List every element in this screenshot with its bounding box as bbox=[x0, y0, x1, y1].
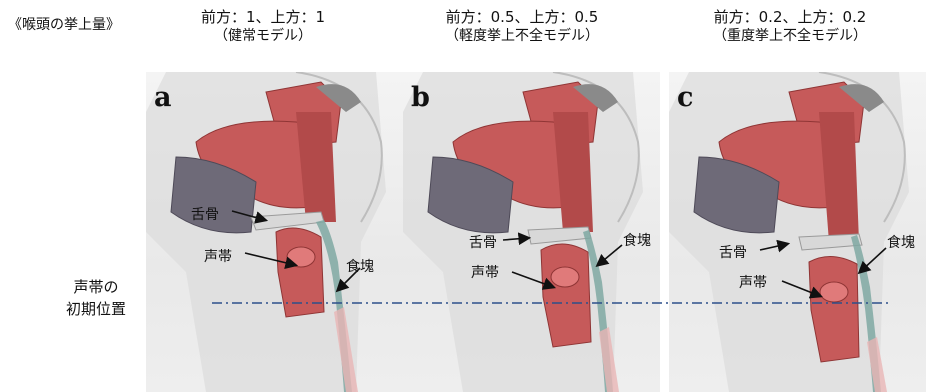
panel-b-letter: b bbox=[411, 82, 430, 113]
panel-b-header-line1: 前方：0.5、上方：0.5 bbox=[402, 8, 642, 27]
panel-a-image: a 舌骨 声帯 食塊 bbox=[146, 72, 403, 392]
panel-a-header-line2: （健常モデル） bbox=[168, 27, 358, 46]
panel-b-image: b 舌骨 声帯 食塊 bbox=[403, 72, 660, 392]
panel-c-header: 前方：0.2、上方：0.2 （重度挙上不全モデル） bbox=[670, 8, 910, 46]
panel-c-vocal-label: 声帯 bbox=[739, 272, 767, 292]
panel-c-image: c 舌骨 声帯 食塊 bbox=[669, 72, 926, 392]
larynx bbox=[276, 228, 324, 317]
panel-c-letter: c bbox=[677, 82, 693, 113]
panel-a-header-line1: 前方：1、上方：1 bbox=[168, 8, 358, 27]
vocal-cord-region bbox=[287, 247, 315, 267]
section-title: 《喉頭の挙上量》 bbox=[8, 14, 120, 34]
panel-c-header-line2: （重度挙上不全モデル） bbox=[670, 27, 910, 46]
panel-a-hyoid-label: 舌骨 bbox=[191, 204, 219, 224]
initial-vocal-position-line2: 初期位置 bbox=[66, 298, 126, 320]
panel-b-header-line2: （軽度挙上不全モデル） bbox=[402, 27, 642, 46]
initial-vocal-position-line1: 声帯の bbox=[66, 276, 126, 298]
panel-c-bolus-label: 食塊 bbox=[887, 232, 915, 252]
panel-a-letter: a bbox=[154, 82, 172, 113]
panel-c-hyoid-label: 舌骨 bbox=[719, 242, 747, 262]
initial-vocal-position-label: 声帯の 初期位置 bbox=[66, 276, 126, 320]
panel-b-vocal-label: 声帯 bbox=[471, 262, 499, 282]
panel-a-vocal-label: 声帯 bbox=[204, 246, 232, 266]
panel-b-hyoid-label: 舌骨 bbox=[469, 232, 497, 252]
panel-a-bolus-label: 食塊 bbox=[346, 256, 374, 276]
panel-b-bolus-label: 食塊 bbox=[623, 230, 651, 250]
panel-c-header-line1: 前方：0.2、上方：0.2 bbox=[670, 8, 910, 27]
panel-b-header: 前方：0.5、上方：0.5 （軽度挙上不全モデル） bbox=[402, 8, 642, 46]
panel-a-header: 前方：1、上方：1 （健常モデル） bbox=[168, 8, 358, 46]
